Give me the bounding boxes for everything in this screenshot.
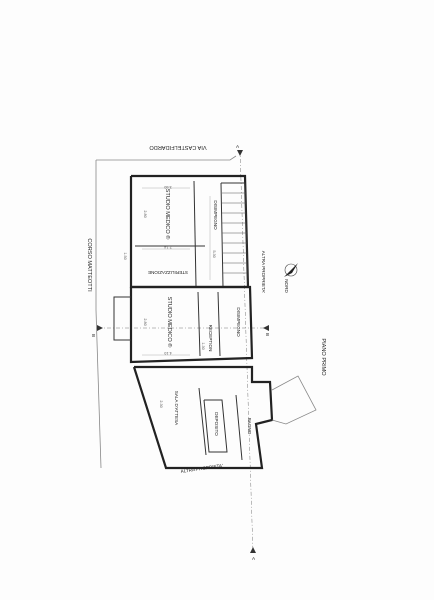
north-compass [284, 263, 298, 277]
outer-wall-middle [129, 285, 254, 364]
street-edge-corso-matteotti [95, 160, 102, 469]
compass-label: NORD [284, 279, 289, 293]
room-label-sterilizzazione: STERILIZZAZIONE [148, 270, 188, 275]
street-label-via-castelfidardo: VIA CASTELFIDARDO [149, 144, 207, 150]
label-altra-proprieta-bottom: ALTRA PROPRIETA' [180, 463, 223, 474]
partition-reception-disimpegno [217, 291, 221, 357]
room-label-reception: RECEPTION [208, 325, 213, 352]
neighbor-outline [271, 375, 317, 425]
section-arrow-b-right [263, 325, 269, 331]
section-mark-a-top: A [236, 144, 240, 149]
partition-studio-a-reception [197, 291, 201, 357]
room-label-studio-medico-a: STUDIO MEDICO ® [166, 297, 173, 349]
section-line-a [239, 149, 254, 554]
partition-deposito-bagno [235, 394, 243, 461]
balcony-left [113, 296, 131, 341]
room-label-deposito: DEPOSITO [214, 412, 219, 436]
section-arrow-b-left [97, 325, 103, 331]
room-label-disimpegno-bottom: DISIMPEGNO [236, 307, 241, 337]
dimension-text-6: 2.80 [143, 318, 147, 325]
dimension-text-7: 1.30 [201, 342, 205, 349]
stair-block [220, 182, 249, 288]
room-label-disimpegno-top: DISIMPEGNO [213, 200, 218, 230]
label-altra-proprieta-right: ALTRA PROPRIETA' [261, 251, 266, 294]
section-mark-b-right: B [265, 333, 270, 336]
dimension-text-4: 5.30 [212, 250, 216, 257]
dimension-text-8: 4.10 [164, 351, 171, 355]
section-mark-b-left: B [91, 334, 96, 337]
dimension-text-2: 2.14 [164, 245, 171, 249]
partition-sala-deposito [198, 387, 207, 456]
dimension-text-1: 3.60 [164, 185, 171, 189]
dimension-text-3: 2.80 [143, 210, 147, 217]
dimension-text-9: 2.30 [159, 400, 163, 407]
room-label-bagno: BAGNO [247, 418, 252, 435]
section-arrow-a-top [237, 150, 243, 156]
section-mark-a-bottom: A [252, 556, 256, 561]
street-edge-via-castelfidardo [96, 155, 237, 161]
deposito-room [203, 399, 228, 453]
partition-studio-b-disimpegno [193, 180, 197, 287]
dimension-text-5: 1.50 [123, 252, 127, 259]
room-label-studio-medico-b: STUDIO MEDICO ® [164, 189, 171, 241]
sheet-title: PIANO PRIMO [320, 338, 326, 376]
street-label-corso-matteotti: CORSO MATTEOTTI [86, 238, 92, 292]
section-arrow-a-bottom [250, 547, 256, 553]
stair-treads [222, 192, 247, 274]
room-label-sala-d-attesa: SALA D'ATTESA [174, 391, 179, 426]
